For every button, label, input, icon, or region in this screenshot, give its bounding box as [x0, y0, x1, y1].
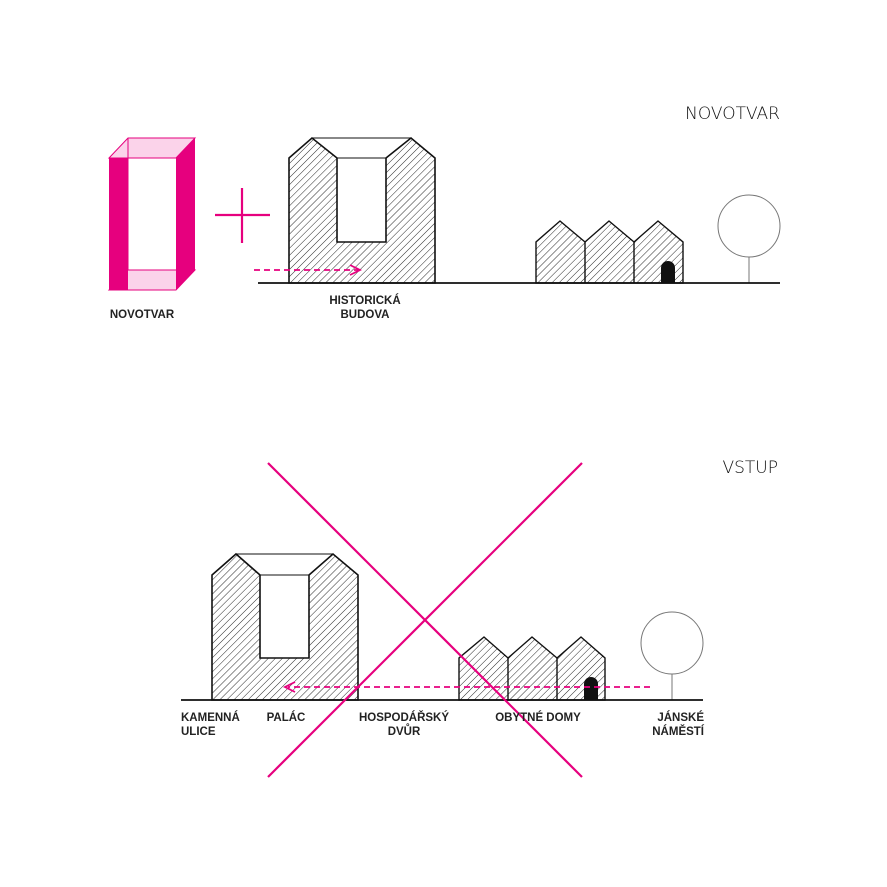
- door-icon: [584, 677, 598, 700]
- entry-arrow-bottom: [282, 681, 650, 693]
- tree-icon-bottom: [640, 611, 704, 700]
- novotvar-box-icon: [107, 137, 197, 291]
- plus-icon: [215, 188, 270, 243]
- door-icon: [661, 261, 675, 283]
- houses-bottom: [458, 636, 606, 701]
- section-title-novotvar: NOVOTVAR: [685, 104, 780, 124]
- cross-out-icon: [267, 462, 583, 778]
- entry-arrow-top: [254, 264, 363, 276]
- palace-building: [211, 552, 359, 701]
- label-namesti-line2: NÁMĚSTÍ: [652, 725, 705, 738]
- label-historic-line1: HISTORICKÁ: [329, 294, 400, 307]
- houses-top: [535, 220, 684, 284]
- label-namesti-line1: JÁNSKÉ: [657, 711, 704, 724]
- label-obytne-domy: OBYTNÉ DOMY: [495, 711, 581, 724]
- label-kamenna-line2: ULICE: [181, 726, 216, 738]
- historic-building: [288, 136, 436, 284]
- label-palac: PALÁC: [267, 711, 306, 724]
- label-novotvar: NOVOTVAR: [110, 309, 175, 321]
- tree-icon-top: [717, 194, 781, 283]
- label-dvur-line1: HOSPODÁŘSKÝ: [359, 711, 449, 724]
- label-kamenna-line1: KAMENNÁ: [181, 711, 240, 724]
- label-dvur-line2: DVŮR: [388, 724, 421, 738]
- label-historic-line2: BUDOVA: [341, 309, 390, 321]
- section-title-vstup: VSTUP: [723, 458, 779, 478]
